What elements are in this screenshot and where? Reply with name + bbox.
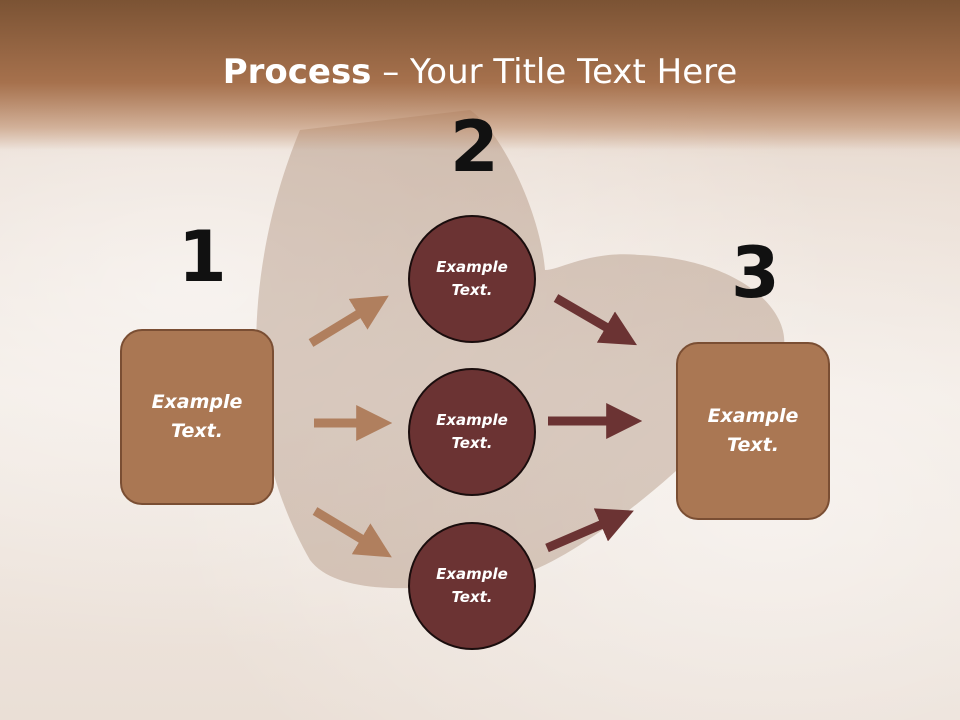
page-title-bold: Process <box>222 52 372 92</box>
circle-top-text: Example Text. <box>436 258 508 299</box>
circle-middle: Example Text. <box>408 368 536 496</box>
arrow-left-to-top <box>308 295 389 347</box>
arrow-top-to-right <box>553 294 638 346</box>
arrow-left-to-bottom <box>312 507 392 558</box>
right-box-text: Example Text. <box>707 405 799 456</box>
circle-top: Example Text. <box>408 215 536 343</box>
circle-bottom: Example Text. <box>408 522 536 650</box>
left-box-text: Example Text. <box>151 391 243 442</box>
arrow-bottom-to-right <box>545 508 634 553</box>
circle-middle-text: Example Text. <box>436 411 508 452</box>
left-process-box: Example Text. <box>120 329 274 505</box>
step-number-3: 3 <box>731 232 780 314</box>
circle-bottom-text: Example Text. <box>436 565 508 606</box>
title-band <box>0 0 960 150</box>
step-number-1: 1 <box>178 216 227 298</box>
page-title-rest: – Your Title Text Here <box>371 52 738 92</box>
right-process-box: Example Text. <box>676 342 830 520</box>
page-title: Process – Your Title Text Here <box>0 52 960 92</box>
step-number-2: 2 <box>450 106 499 188</box>
